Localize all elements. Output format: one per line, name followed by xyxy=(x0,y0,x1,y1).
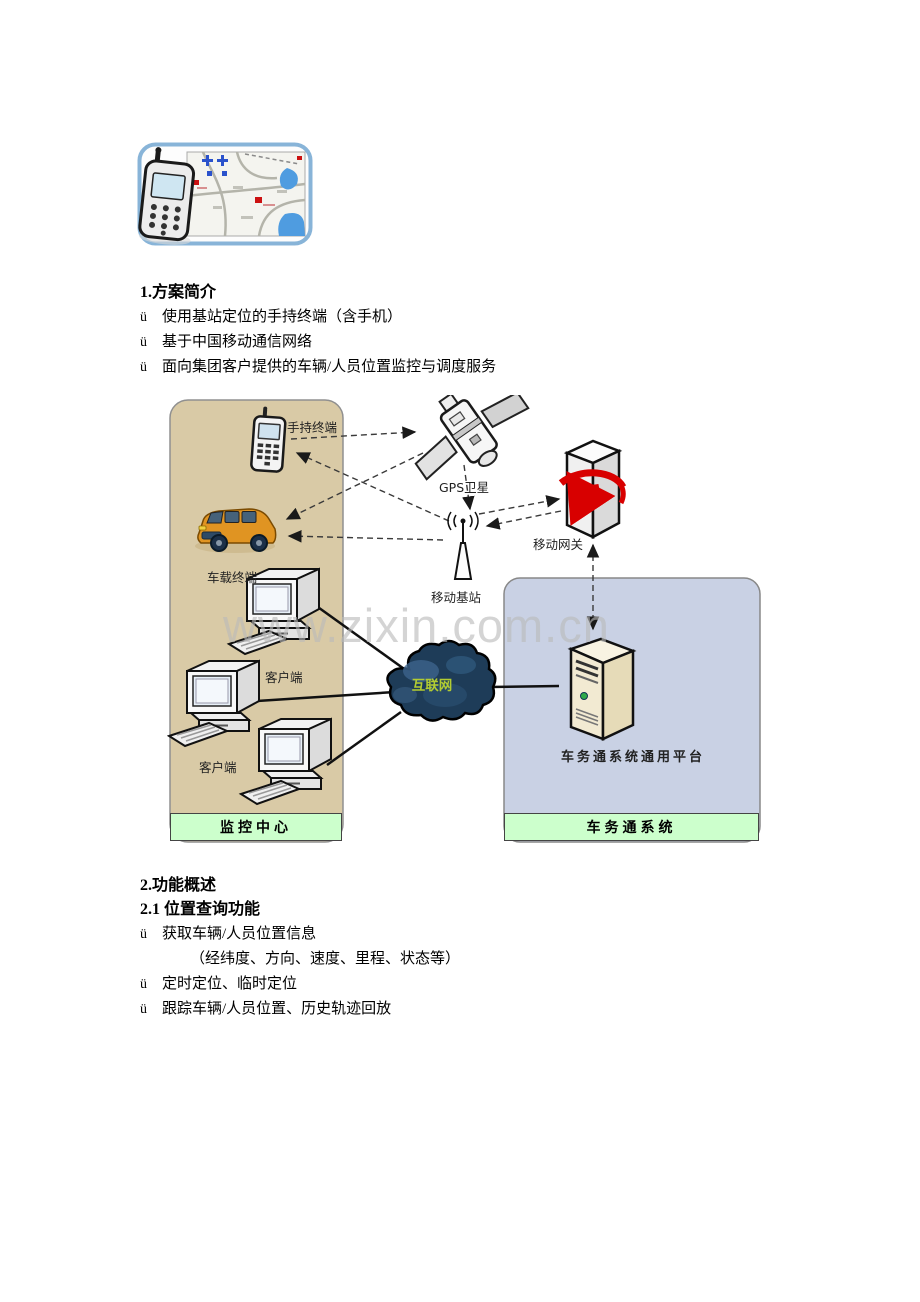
gps-satellite-icon xyxy=(414,395,530,481)
vehicle-terminal-label: 车载终端 xyxy=(207,570,258,585)
list-item: ü 基于中国移动通信网络 xyxy=(140,330,780,355)
bullet-text: 定时定位、临时定位 xyxy=(162,976,298,992)
map-graphic xyxy=(186,151,306,237)
section-2: 2.功能概述 2.1 位置查询功能 ü 获取车辆/人员位置信息 （经纬度、方向、… xyxy=(140,874,780,1022)
bullet-text: 获取车辆/人员位置信息 xyxy=(162,926,317,942)
diagram-canvas xyxy=(168,395,761,843)
bullet-marker: ü xyxy=(140,927,147,942)
list-item: （经纬度、方向、速度、里程、状态等） xyxy=(140,947,780,972)
red-swirl-arrow xyxy=(558,469,627,526)
gps-satellite-label: GPS卫星 xyxy=(439,480,490,495)
map-water xyxy=(278,168,305,236)
phone-map-image xyxy=(137,142,313,246)
list-item: ü 面向集团客户提供的车辆/人员位置监控与调度服务 xyxy=(140,355,780,380)
mobile-gateway-icon xyxy=(558,439,627,540)
client-label-lower: 客户端 xyxy=(199,760,237,775)
bullet-marker: ü xyxy=(140,335,147,350)
handheld-terminal-icon xyxy=(250,406,287,473)
architecture-diagram: 手持终端 GPS卫星 车载终端 移动基站 移动网关 客户端 客户端 互联网 车务… xyxy=(167,395,763,855)
mobile-gateway-label: 移动网关 xyxy=(533,537,584,552)
platform-label: 车务通系统通用平台 xyxy=(560,750,705,765)
bullet-text: 跟踪车辆/人员位置、历史轨迹回放 xyxy=(162,1001,392,1017)
bullet-text: 面向集团客户提供的车辆/人员位置监控与调度服务 xyxy=(162,359,497,375)
phone-map-graphic xyxy=(137,142,313,246)
bullet-marker: ü xyxy=(140,360,147,375)
base-station-icon xyxy=(447,511,479,580)
bullet-text: （经纬度、方向、速度、里程、状态等） xyxy=(190,951,461,967)
list-item: ü 跟踪车辆/人员位置、历史轨迹回放 xyxy=(140,997,780,1022)
list-item: ü 获取车辆/人员位置信息 xyxy=(140,922,780,947)
base-station-label: 移动基站 xyxy=(431,590,482,605)
monitor-center-bar: 监控中心 xyxy=(170,813,342,841)
bullet-marker: ü xyxy=(140,977,147,992)
handheld-terminal-label: 手持终端 xyxy=(287,420,338,435)
section-1-heading: 1.方案简介 xyxy=(140,284,217,301)
platform-server-icon xyxy=(567,637,637,741)
client-label-upper: 客户端 xyxy=(265,670,303,685)
section-2-subheading: 2.1 位置查询功能 xyxy=(140,901,261,918)
bullet-text: 基于中国移动通信网络 xyxy=(162,334,313,350)
internet-label: 互联网 xyxy=(411,678,453,694)
wired-links xyxy=(256,603,560,767)
section-2-heading: 2.功能概述 xyxy=(140,877,217,894)
map-red-markers xyxy=(194,156,302,203)
bullet-text: 使用基站定位的手持终端（含手机） xyxy=(162,309,403,325)
internet-cloud-icon xyxy=(386,639,497,722)
vehicle-terminal-icon xyxy=(195,508,277,553)
bullet-marker: ü xyxy=(140,1002,147,1017)
map-cross-markers xyxy=(202,155,228,176)
section-1: 1.方案简介 ü 使用基站定位的手持终端（含手机） ü 基于中国移动通信网络 ü… xyxy=(140,281,780,380)
list-item: ü 定时定位、临时定位 xyxy=(140,972,780,997)
bullet-marker: ü xyxy=(140,310,147,325)
cartoon-phone xyxy=(138,147,196,245)
wireless-links xyxy=(285,426,600,631)
list-item: ü 使用基站定位的手持终端（含手机） xyxy=(140,305,780,330)
system-bar: 车务通系统 xyxy=(504,813,759,841)
